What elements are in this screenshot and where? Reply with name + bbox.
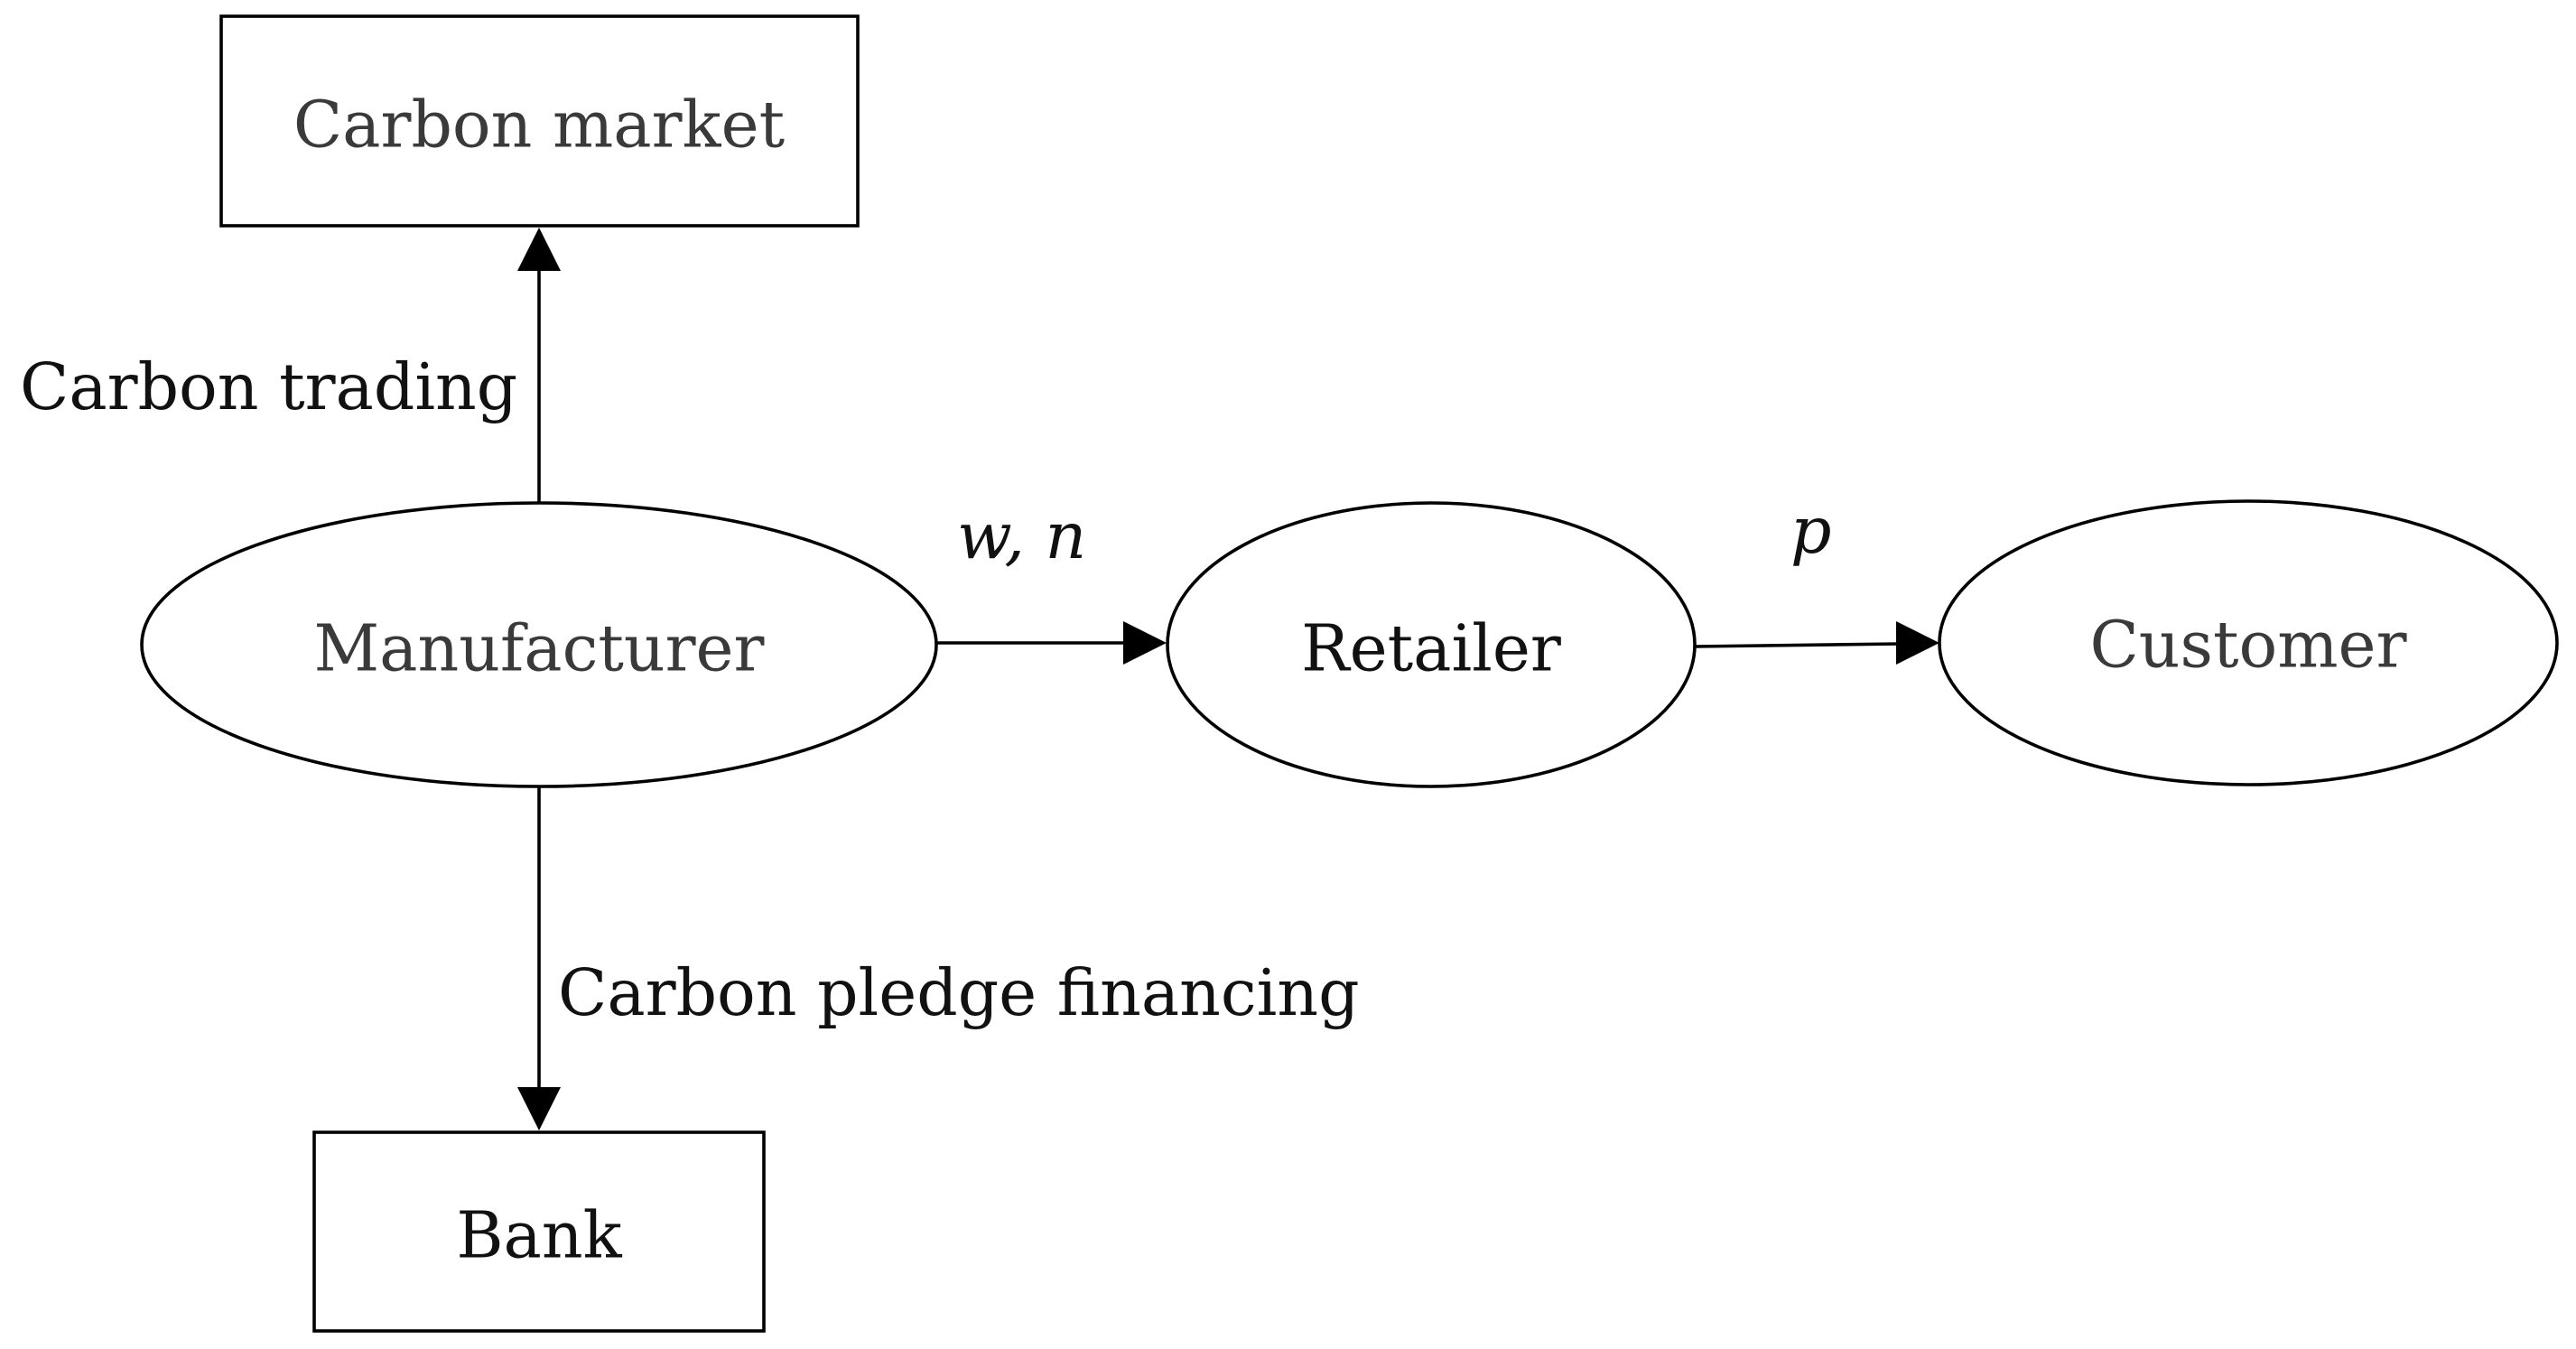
retailer-label: Retailer [1301, 611, 1561, 686]
edge-retailer-customer: p [1694, 493, 1939, 665]
arrow-down-icon [517, 1087, 561, 1130]
arrow-up-icon [517, 228, 561, 271]
carbon-market-node: Carbon market [219, 14, 860, 228]
carbon-market-label: Carbon market [293, 88, 785, 163]
customer-label: Customer [2089, 608, 2406, 683]
bank-node: Bank [312, 1130, 766, 1333]
carbon-pledge-financing-label: Carbon pledge financing [558, 955, 1360, 1030]
arrow-right-icon [1123, 621, 1167, 665]
edge-manufacturer-carbon-market: Carbon trading [20, 228, 561, 503]
manufacturer-label: Manufacturer [313, 611, 764, 686]
carbon-trading-label: Carbon trading [20, 349, 517, 424]
p-label: p [1790, 493, 1831, 568]
arrow-right-icon [1896, 621, 1939, 665]
edge-manufacturer-retailer: w, n [936, 498, 1167, 665]
edge-manufacturer-bank: Carbon pledge financing [517, 786, 1360, 1130]
bank-label: Bank [456, 1198, 622, 1273]
manufacturer-node: Manufacturer [140, 501, 938, 788]
customer-node: Customer [1938, 499, 2559, 786]
w-n-label: w, n [957, 498, 1086, 573]
retailer-node: Retailer [1166, 501, 1697, 788]
